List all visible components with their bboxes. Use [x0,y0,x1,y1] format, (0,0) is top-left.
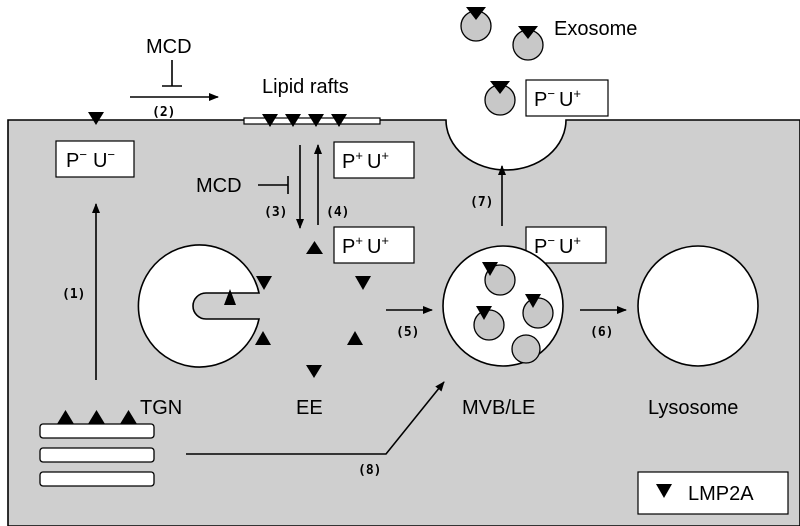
legend: LMP2A [637,471,789,515]
step-2-label: (2) [152,105,175,120]
exosome-vesicles [460,7,544,116]
lmp2a-legend-icon [656,484,672,498]
mvb-late-endosome [442,245,564,367]
state-box-membrane: P−U− [55,140,135,178]
ee-label: EE [296,397,323,419]
svg-text:P−U−: P−U− [66,147,115,172]
mcd-top-label: MCD [146,36,192,58]
cell-cytoplasm [7,119,800,526]
exosome-label: Exosome [554,18,637,40]
step-7-label: (7) [470,195,493,210]
svg-text:P+U+: P+U+ [342,233,389,258]
step-8-label: (8) [358,463,381,478]
state-box-mvb: P−U+ [525,226,607,264]
step-6-label: (6) [590,325,613,340]
tgn-label: TGN [140,397,182,419]
early-endosome [137,244,260,368]
ee-lmp2a-markers [224,241,371,378]
step-5-label: (5) [396,325,419,340]
lysosome [637,245,759,367]
svg-text:P−U+: P−U+ [534,233,581,258]
state-box-ee: P+U+ [333,226,415,264]
svg-text:P−U+: P−U+ [534,86,581,111]
lipid-rafts-label: Lipid rafts [262,76,349,98]
step-4-label: (4) [326,205,349,220]
membrane-lmp2a-marker [88,112,104,125]
raft-lmp2a-markers [262,114,347,127]
mvb-le-label: MVB/LE [462,397,535,419]
step-3-label: (3) [264,205,287,220]
state-box-exosome: P−U+ [525,79,609,117]
arrow-step-8 [186,381,445,455]
tgn-lmp2a-markers [57,410,137,424]
tgn-stacks [39,423,155,487]
lysosome-label: Lysosome [648,397,738,419]
svg-text:P+U+: P+U+ [342,148,389,173]
intraluminal-vesicles [473,262,554,364]
state-box-raft: P+U+ [333,141,415,179]
step-1-label: (1) [62,287,85,302]
mcd-mid-label: MCD [196,175,242,197]
legend-label: LMP2A [688,483,754,505]
